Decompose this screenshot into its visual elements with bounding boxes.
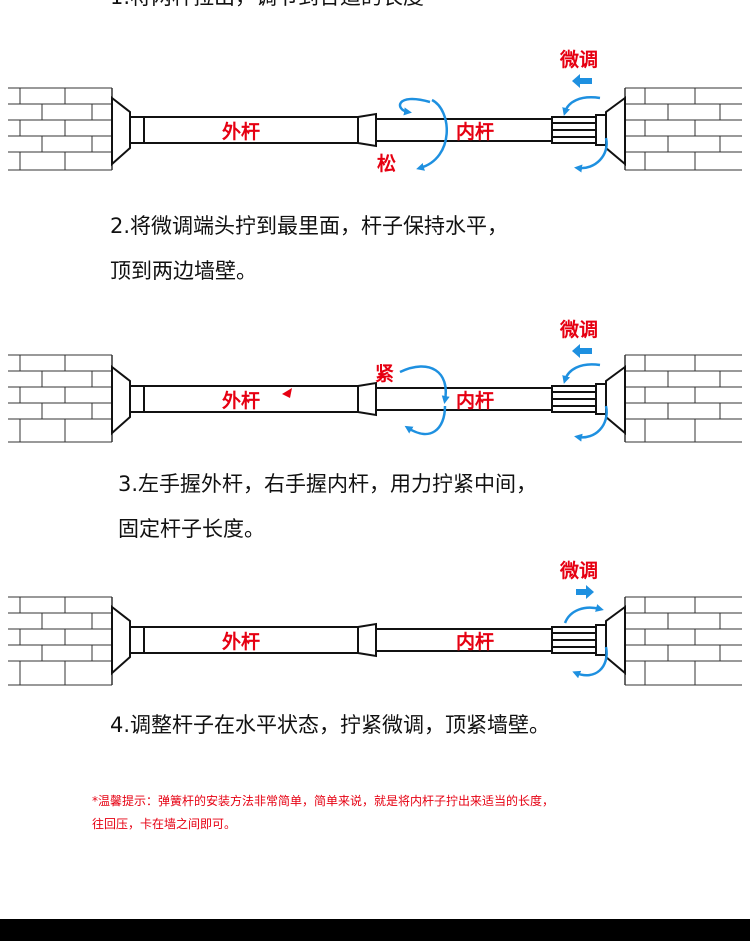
label-fine-tune: 微调: [559, 559, 598, 582]
diagram-step1-svg: 外杆 内杆 微调 松: [8, 48, 742, 175]
step2-line1: 2.将微调端头拧到最里面，杆子保持水平，: [110, 214, 509, 238]
right-wall: [624, 87, 742, 171]
diagram-step1: 外杆 内杆 微调 松: [0, 40, 750, 190]
fine-tune-direction-icon: [572, 344, 592, 358]
label-outer-rod: 外杆: [222, 389, 260, 412]
fine-tune-direction-icon: [576, 585, 594, 599]
label-fine-tune: 微调: [559, 318, 598, 341]
label-tighten: 紧: [375, 363, 394, 385]
left-wall: [8, 87, 113, 171]
label-inner-rod: 内杆: [456, 630, 494, 653]
diagram-step2-svg: 外杆 内杆 微调 紧: [8, 318, 742, 443]
label-outer-rod: 外杆: [222, 630, 260, 653]
footer-bar: [0, 919, 750, 941]
rod: [111, 364, 626, 436]
tip-note-line1: *温馨提示：弹簧杆的安装方法非常简单，简单来说，就是将内杆子拧出来适当的长度，: [92, 794, 555, 808]
rod: [111, 95, 626, 167]
label-loosen: 松: [377, 152, 396, 175]
step2-line2: 顶到两边墙壁。: [110, 259, 257, 283]
twist-arrow-fine: [562, 96, 608, 173]
tip-note-line2: 往回压，卡在墙之间即可。: [92, 817, 237, 831]
label-fine-tune: 微调: [559, 48, 598, 71]
step4-line1: 4.调整杆子在水平状态，拧紧微调，顶紧墙壁。: [110, 713, 551, 737]
step1-text: 1.将两杆拉出，调节到合适的长度: [110, 0, 424, 18]
diagram-step3: 外杆 内杆 微调: [0, 555, 750, 695]
diagram-step3-svg: 外杆 内杆 微调: [8, 559, 742, 686]
twist-arrow-center: [398, 97, 449, 171]
right-wall: [624, 596, 742, 686]
right-wall: [624, 354, 742, 443]
label-inner-rod: 内杆: [456, 120, 494, 143]
label-inner-rod: 内杆: [456, 389, 494, 412]
outer-rod-direction-icon: [282, 388, 292, 398]
twist-arrow-center: [399, 365, 450, 436]
rod: [111, 604, 626, 676]
label-outer-rod: 外杆: [222, 120, 260, 143]
twist-arrow-fine: [562, 363, 608, 442]
step3-line2: 固定杆子长度。: [118, 517, 265, 541]
step3-line1: 3.左手握外杆，右手握内杆，用力拧紧中间，: [118, 472, 538, 496]
left-wall: [8, 596, 113, 686]
left-wall: [8, 354, 113, 443]
fine-tune-direction-icon: [572, 74, 592, 88]
twist-arrow-fine: [563, 604, 608, 679]
diagram-step2: 外杆 内杆 微调 紧: [0, 310, 750, 460]
